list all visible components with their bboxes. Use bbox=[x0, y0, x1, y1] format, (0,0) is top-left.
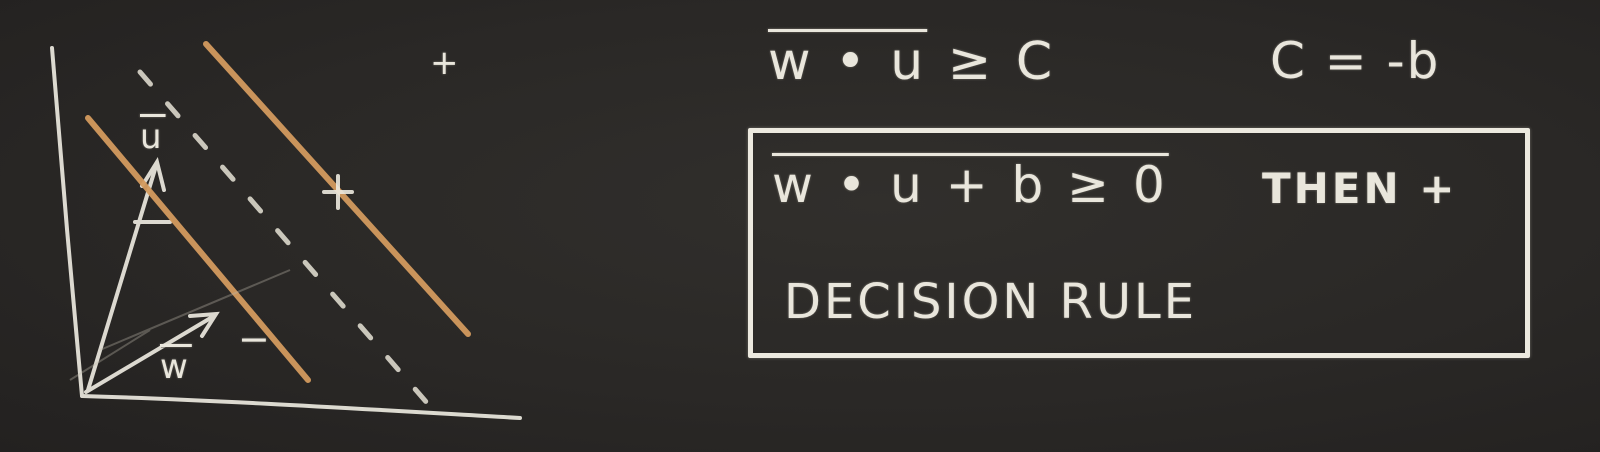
plus-sample-marker bbox=[322, 174, 354, 210]
u-vector-shaft bbox=[86, 164, 158, 392]
w-vector-shaft bbox=[84, 314, 216, 394]
vertical-axis bbox=[50, 46, 84, 398]
w-vector-head bbox=[188, 311, 220, 338]
median-dashed-line bbox=[137, 69, 431, 407]
lower-margin-line bbox=[85, 115, 311, 383]
smudge-1 bbox=[99, 269, 291, 351]
inequality-rhs: ≥ C bbox=[947, 32, 1057, 92]
u-vector-label: u bbox=[140, 117, 166, 157]
horizontal-axis bbox=[80, 394, 522, 420]
minus-sample-label: − bbox=[238, 317, 274, 361]
decision-rule-expression: w • u + b ≥ 0 bbox=[772, 156, 1169, 214]
constant-definition: C = -b bbox=[1270, 32, 1441, 90]
inequality-lhs: w • u bbox=[768, 32, 928, 92]
w-vector-label: w bbox=[160, 347, 192, 387]
inequality-formula: w • u ≥ C bbox=[768, 36, 1056, 88]
u-vector-head bbox=[140, 156, 166, 192]
decision-rule-box bbox=[748, 128, 1530, 358]
decision-rule-title: DECISION RULE bbox=[784, 274, 1198, 330]
plus-sample-label: + bbox=[430, 43, 463, 83]
decision-rule-then: THEN + bbox=[1262, 164, 1458, 213]
smudge-2 bbox=[69, 329, 151, 381]
